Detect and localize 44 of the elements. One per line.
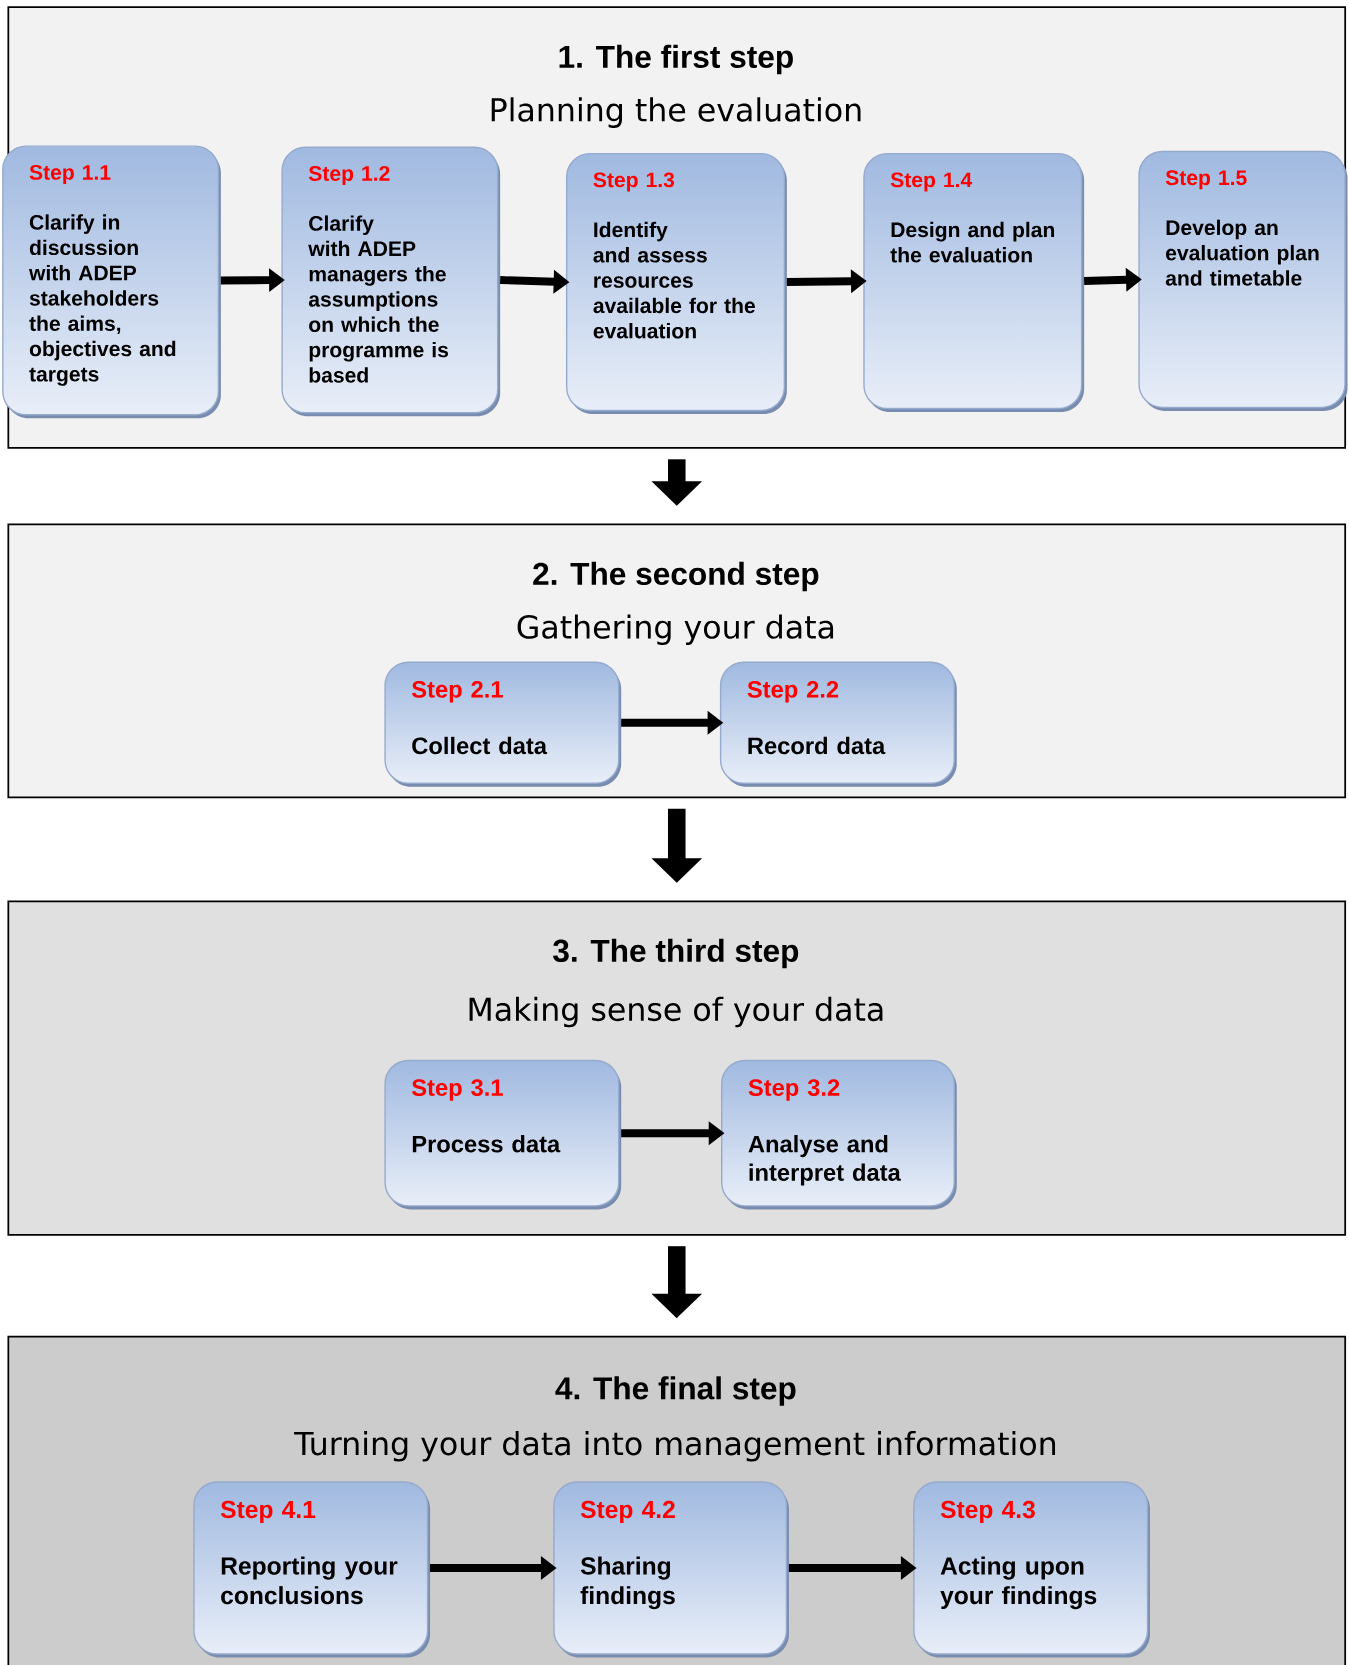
step-label: Step 1.3 <box>593 172 675 192</box>
step-subtitle: Making sense of your data <box>469 996 883 1028</box>
step-label: Step 3.1 <box>412 1079 504 1101</box>
step-label: Step 3.2 <box>748 1079 840 1101</box>
step-heading: 4. The final step <box>555 1376 796 1406</box>
step-label: Step 1.5 <box>1166 170 1247 190</box>
step-heading: 1. The first step <box>559 44 794 75</box>
step-box <box>720 661 957 787</box>
step-heading: 2. The second step <box>533 561 819 592</box>
step-subtitle: Turning your data into management information <box>294 1430 1056 1462</box>
step-description: Collect data <box>412 736 548 755</box>
step-description: Acting upon your findings <box>940 1556 1097 1610</box>
step-box <box>384 661 622 787</box>
step-box <box>193 1481 431 1658</box>
step-label: Step 1.1 <box>29 164 111 185</box>
step-box <box>1138 150 1348 411</box>
step-description: Record data <box>748 736 886 755</box>
step-box <box>913 1481 1151 1658</box>
step-description: Sharing findings <box>580 1556 675 1610</box>
step-description: Reporting your conclusions <box>221 1556 398 1605</box>
step-subtitle: Gathering your data <box>517 614 834 645</box>
step-description: Design and plan the evaluation <box>890 221 1055 263</box>
step-description: Identify and assess resources available for the evaluation <box>593 221 756 339</box>
step-box <box>384 1059 622 1210</box>
step-heading: 3. The third step <box>553 938 799 969</box>
step-description: Analyse and interpret data <box>748 1135 902 1186</box>
step-description: Clarify with ADEP managers the assumptions on which the programme is based <box>308 215 449 383</box>
step-subtitle: Planning the evaluation <box>491 97 861 128</box>
step-box <box>863 152 1085 412</box>
step-label: Step 1.4 <box>891 172 973 192</box>
step-label: Step 4.3 <box>941 1500 1036 1524</box>
step-description: Process data <box>413 1135 561 1153</box>
step-description: Develop an evaluation plan and timetable <box>1166 219 1319 286</box>
step-label: Step 4.2 <box>581 1500 676 1524</box>
step-label: Step 4.1 <box>221 1500 316 1524</box>
step-label: Step 2.2 <box>747 681 839 703</box>
step-label: Step 2.1 <box>412 681 504 703</box>
step-label: Step 1.2 <box>309 166 390 186</box>
step-box <box>566 152 788 415</box>
step-box <box>721 1059 957 1210</box>
step-box <box>2 145 222 419</box>
step-box <box>281 146 501 417</box>
step-description: Clarify in discussion with ADEP stakeholders the aims, objectives and targets <box>29 214 176 386</box>
step-box <box>553 1481 790 1658</box>
